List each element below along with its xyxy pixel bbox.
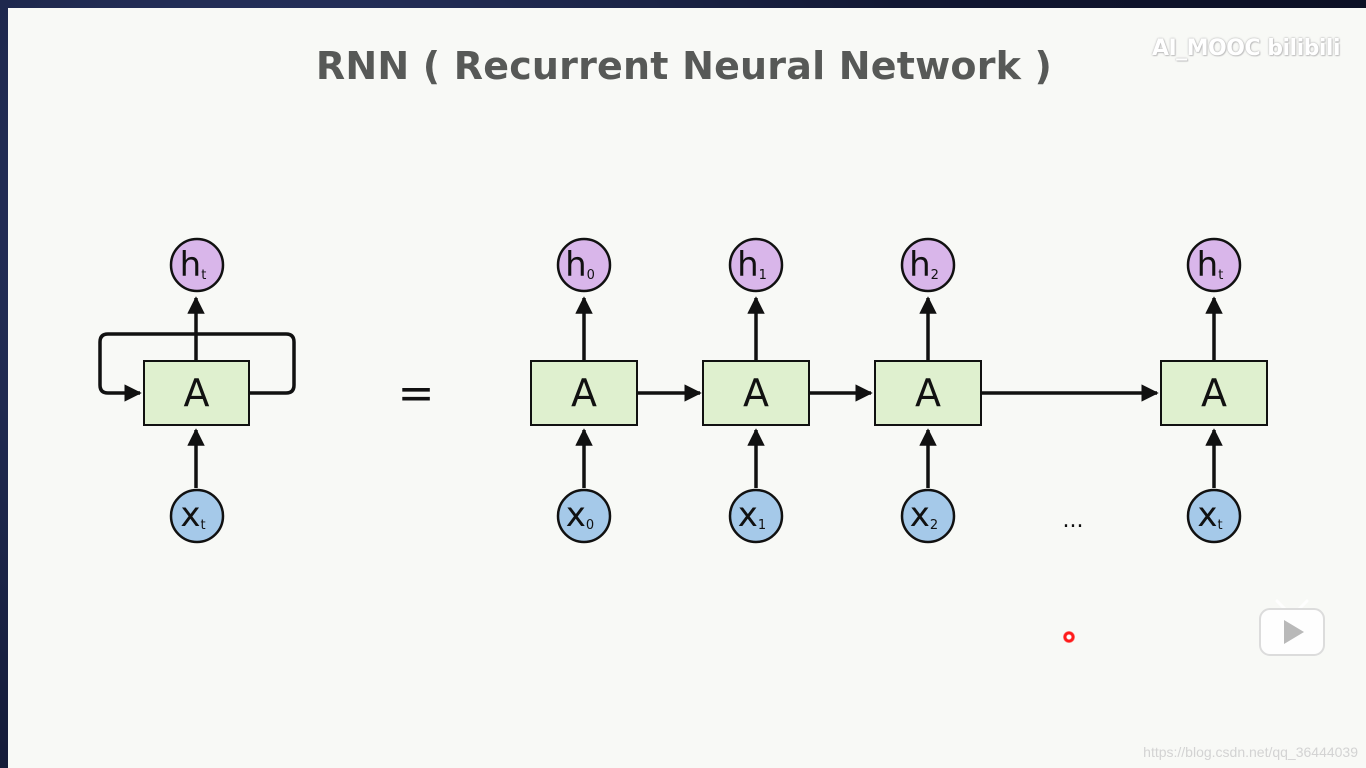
play-button[interactable] [1255,595,1329,661]
hidden-state-node [556,237,612,293]
hidden-state-label: h2 [909,245,939,285]
site-watermark: AI_MOOC bilibili [1151,36,1341,61]
rnn-cell [143,360,250,426]
url-watermark: https://blog.csdn.net/qq_36444039 [1143,744,1358,760]
rnn-cell [530,360,638,426]
rnn-cell [702,360,810,426]
hidden-state-node [728,237,784,293]
rnn-cell-label: A [743,371,769,415]
laser-pointer-dot [1063,631,1075,643]
input-node [728,488,784,544]
rnn-cell [874,360,982,426]
input-label: x1 [738,495,766,535]
timestep-0: A h0 x0 [530,237,638,544]
hidden-state-node [169,237,225,293]
input-label: xt [1197,495,1222,535]
timestep-t: A ht xt [1160,237,1268,544]
input-node [1186,488,1242,544]
rnn-cell-label: A [571,371,597,415]
input-label: xt [180,495,205,535]
input-label: x0 [566,495,594,535]
hidden-state-label: h1 [737,245,767,285]
timestep-1: A h1 x1 [702,237,810,544]
hidden-state-node [1186,237,1242,293]
hidden-state-label: ht [180,245,207,285]
rnn-cell [1160,360,1268,426]
play-icon [1259,599,1325,656]
ellipsis: ... [1063,508,1084,533]
unrolled-rnn: A h0 x0 A h1 x1 A [530,237,1268,544]
hidden-state-label: h0 [565,245,595,285]
rnn-cell-label: A [915,371,941,415]
input-node [900,488,956,544]
hidden-state-label: ht [1197,245,1224,285]
input-node [169,488,225,544]
input-node [556,488,612,544]
input-label: x2 [910,495,938,535]
page-title: RNN ( Recurrent Neural Network ) [315,44,1053,88]
equals-sign: = [398,368,435,419]
rolled-rnn: A ht xt [98,237,296,544]
hidden-state-node [900,237,956,293]
recurrent-loop-arrow [98,332,296,402]
timestep-2: A h2 x2 [874,237,982,544]
rnn-cell-label: A [1201,371,1227,415]
rnn-cell-label: A [184,371,210,415]
